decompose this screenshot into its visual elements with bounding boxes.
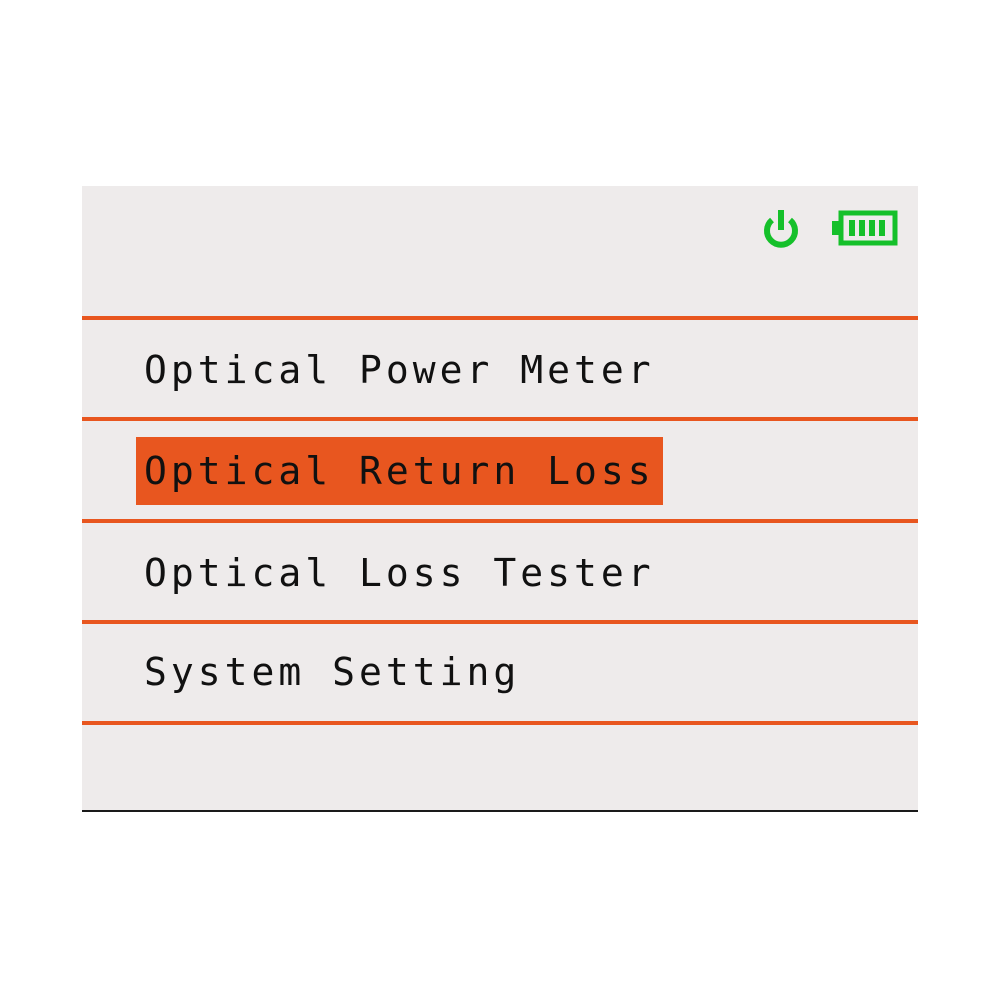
battery-icon bbox=[832, 210, 898, 246]
menu-divider bbox=[82, 417, 918, 421]
menu-divider bbox=[82, 519, 918, 523]
menu-divider bbox=[82, 316, 918, 320]
menu-item-system-setting[interactable]: System Setting bbox=[82, 624, 918, 720]
menu-item-label: System Setting bbox=[144, 650, 521, 694]
menu-item-optical-loss-tester[interactable]: Optical Loss Tester bbox=[82, 525, 918, 621]
menu-divider bbox=[82, 721, 918, 725]
menu-divider bbox=[82, 620, 918, 624]
menu-item-optical-return-loss[interactable]: Optical Return Loss bbox=[82, 423, 918, 519]
menu-item-label: Optical Loss Tester bbox=[144, 551, 655, 595]
menu-item-label: Optical Return Loss bbox=[136, 437, 663, 505]
power-icon[interactable] bbox=[758, 206, 804, 252]
menu-item-optical-power-meter[interactable]: Optical Power Meter bbox=[82, 322, 918, 418]
menu-item-label: Optical Power Meter bbox=[144, 348, 655, 392]
device-screen: Optical Power Meter Optical Return Loss … bbox=[82, 186, 918, 812]
status-bar bbox=[82, 186, 918, 316]
